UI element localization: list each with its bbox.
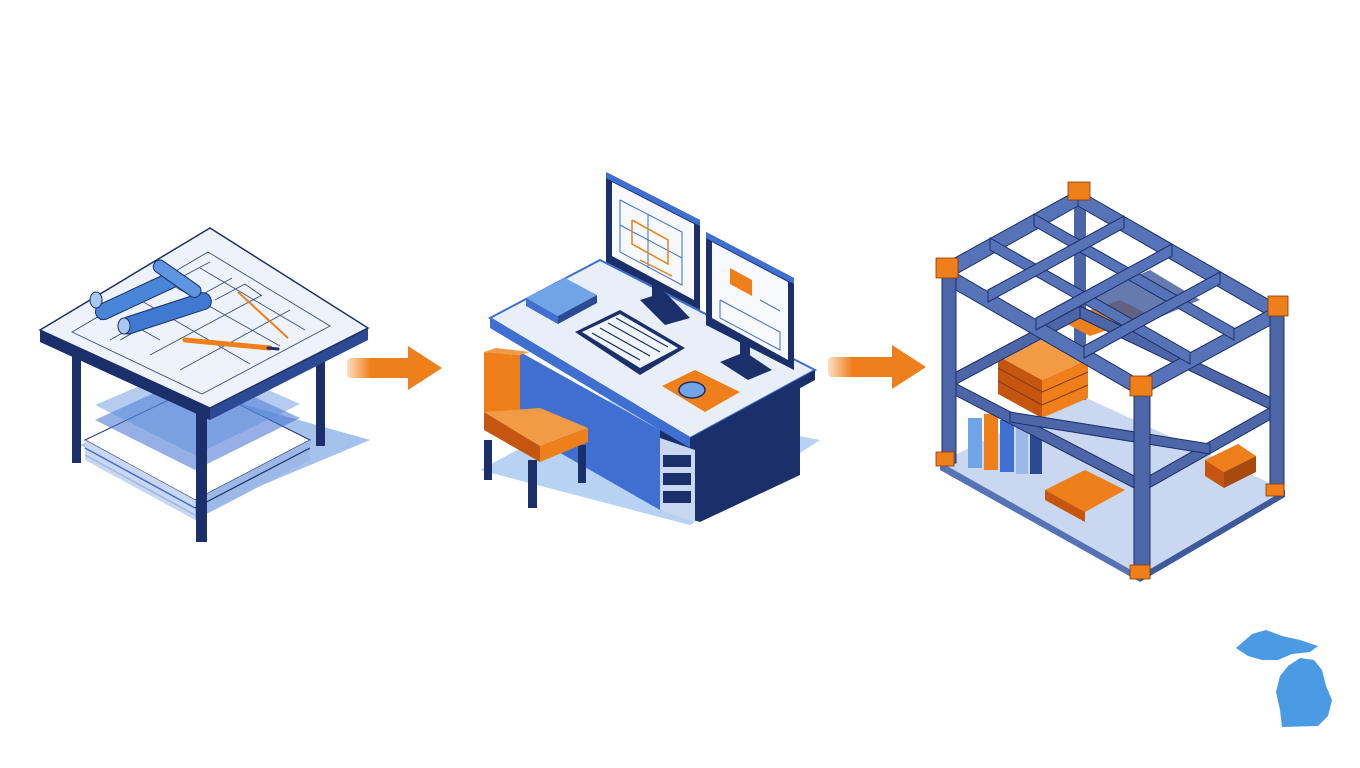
drafting-table-icon [38, 227, 370, 542]
mouse-icon [662, 370, 740, 412]
computer-workstation-icon [480, 172, 820, 525]
book-stack-icon [968, 414, 1042, 474]
chair-icon [484, 348, 588, 508]
arrow-right-icon [828, 345, 926, 389]
rolled-blueprint-icon [89, 259, 212, 335]
pencil-icon [182, 291, 289, 351]
steel-frame-structure-icon [935, 181, 1289, 582]
keyboard-icon [575, 310, 685, 375]
desk-drawers [660, 438, 695, 522]
michigan-map-icon [1236, 630, 1332, 727]
joint-caps [935, 181, 1289, 580]
desk-box [526, 278, 597, 324]
arrow-right-icon [347, 346, 442, 390]
monitor-secondary-icon [706, 232, 794, 380]
monitor-main-icon [606, 172, 700, 325]
